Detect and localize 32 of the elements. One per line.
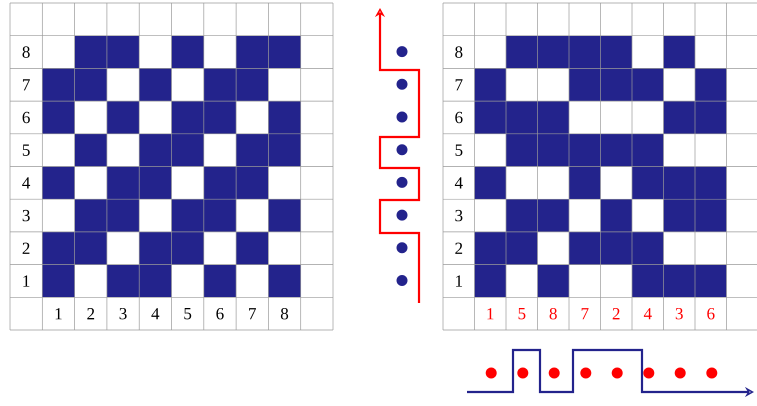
row-number: 7: [456, 79, 463, 90]
row-number: 5: [22, 144, 30, 156]
column-number: 6: [707, 308, 715, 320]
column-number: 2: [87, 308, 94, 320]
row-number: 8: [455, 46, 462, 58]
row-number: 6: [22, 112, 30, 124]
row-number: 7: [22, 79, 30, 90]
column-number: 5: [518, 308, 526, 320]
column-number: 3: [676, 308, 683, 320]
row-number: 2: [22, 242, 30, 254]
row-number: 8: [22, 46, 30, 58]
row-number: 1: [456, 275, 462, 287]
column-number: 5: [184, 308, 192, 320]
row-number: 5: [456, 144, 462, 156]
column-number: 4: [644, 308, 652, 320]
row-number: 2: [455, 242, 462, 254]
column-number: 1: [56, 308, 62, 320]
column-number: 4: [151, 308, 160, 320]
row-number: 4: [22, 177, 30, 188]
column-number: 2: [612, 308, 620, 320]
row-number: 6: [455, 112, 463, 124]
column-number: 1: [487, 308, 494, 320]
column-number: 8: [550, 308, 557, 320]
row-number: 4: [454, 177, 463, 188]
column-number: 7: [582, 308, 589, 320]
row-number: 3: [22, 210, 30, 222]
row-number: 3: [455, 210, 462, 222]
column-number: 3: [120, 308, 127, 320]
column-number: 8: [280, 308, 288, 320]
row-number: 1: [23, 275, 30, 287]
column-number: 6: [216, 308, 224, 320]
column-number: 7: [249, 308, 256, 320]
